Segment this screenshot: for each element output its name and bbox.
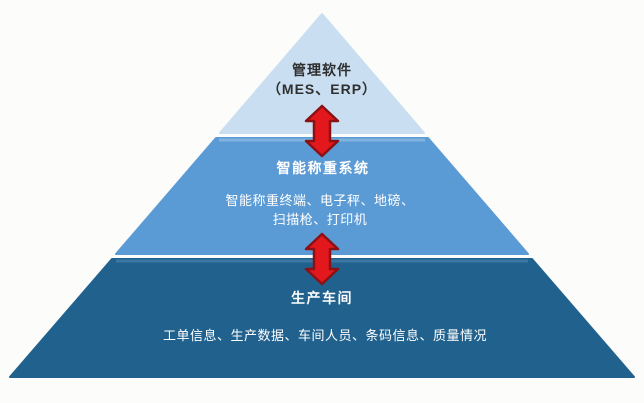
pyramid-level-middle-shape <box>115 137 529 255</box>
level-top-title: 管理软件 <box>292 62 352 78</box>
level-middle-body: 智能称重终端、电子秤、地磅、 扫描枪、打印机 <box>225 191 414 229</box>
level-middle-title: 智能称重系统 <box>276 160 370 176</box>
up-down-arrow-icon <box>304 104 340 158</box>
level-bottom-title: 生产车间 <box>291 290 353 306</box>
level-middle-body-line1: 智能称重终端、电子秤、地磅、 <box>225 193 415 208</box>
level-middle-body-line2: 扫描枪、打印机 <box>272 212 368 227</box>
level-top-subtitle: （MES、ERP） <box>266 81 378 97</box>
level-bottom-body: 工单信息、生产数据、车间人员、条码信息、质量情况 <box>162 328 488 343</box>
pyramid-level-bottom-shape <box>9 258 635 378</box>
up-down-arrow-icon <box>304 232 340 286</box>
